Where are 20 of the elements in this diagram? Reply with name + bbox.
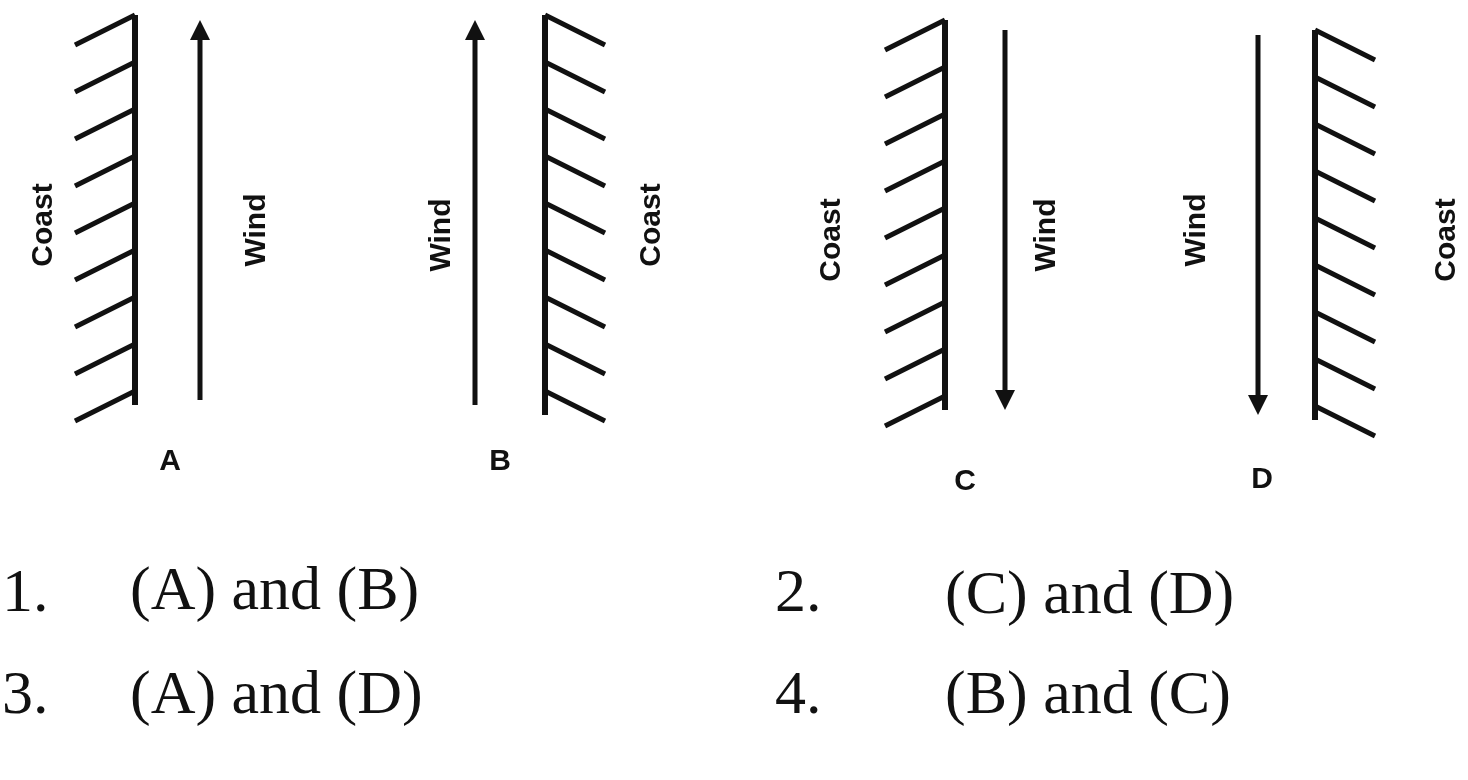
- option-text: (C) and (D): [945, 556, 1235, 628]
- wind-label: Wind: [423, 198, 457, 272]
- panel-label: C: [954, 463, 976, 497]
- option-number: 3.: [2, 656, 49, 728]
- wind-label: Wind: [238, 193, 272, 267]
- panel-label: B: [489, 443, 511, 477]
- option-number: 1.: [2, 554, 49, 626]
- option-text: (A) and (D): [130, 656, 423, 728]
- option-number: 4.: [775, 656, 822, 728]
- coast-label: Coast: [813, 198, 847, 282]
- coast-label: Coast: [25, 183, 59, 267]
- wind-label: Wind: [1028, 198, 1062, 272]
- coast-label: Coast: [633, 183, 667, 267]
- option-text: (B) and (C): [945, 656, 1231, 728]
- panel-label: A: [159, 443, 181, 477]
- wind-label: Wind: [1178, 193, 1212, 267]
- option-number: 2.: [775, 554, 822, 626]
- panel-label: D: [1251, 461, 1273, 495]
- option-text: (A) and (B): [130, 552, 420, 624]
- coast-label: Coast: [1428, 198, 1462, 282]
